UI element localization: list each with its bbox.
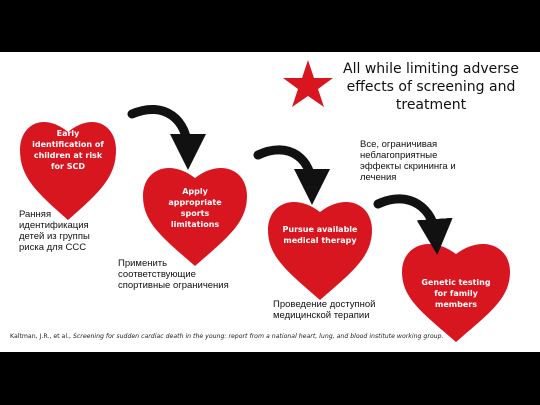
heart-3-label: Pursue available medical therapy [282, 225, 358, 245]
step-3-translation: Проведение доступной медицинской терапии [273, 299, 376, 321]
heart-2-label: Apply appropriate sports limitations [168, 187, 222, 229]
title-translation: Все, ограничивая неблагоприятные эффекты… [360, 139, 456, 183]
citation-title: Screening for sudden cardiac death in th… [72, 333, 444, 340]
arrow-3 [373, 194, 453, 255]
step-1-translation: Ранняя идентификация детей из группы рис… [19, 209, 90, 253]
heart-2 [143, 167, 247, 266]
arrow-1 [127, 105, 206, 170]
heart-4-label: Genetic testing for family members [421, 278, 491, 309]
arrow-2 [253, 145, 330, 205]
citation: Kaltman, J.R., et al., Screening for sud… [10, 333, 443, 340]
heart-4 [402, 243, 510, 342]
slide: All while limiting adverse effects of sc… [0, 52, 540, 352]
heart-1-label: Early identification of children at risk… [32, 129, 104, 171]
slide-title: All while limiting adverse effects of sc… [343, 61, 519, 113]
heart-3 [268, 201, 372, 300]
citation-authors: Kaltman, J.R., et al., [10, 333, 71, 340]
star-icon [283, 60, 333, 107]
slide-graphics [20, 60, 510, 342]
step-2-translation: Применить соответствующие спортивные огр… [118, 258, 229, 291]
heart-1 [20, 121, 116, 220]
